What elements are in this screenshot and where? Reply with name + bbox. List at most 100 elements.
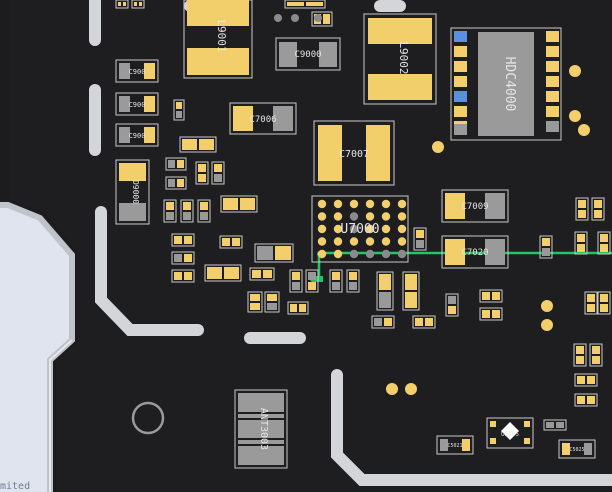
c900b-pad (144, 96, 155, 112)
cap-pad (592, 346, 600, 354)
cap-pad (577, 376, 585, 384)
component-u5005[interactable]: U5005 (486, 417, 534, 449)
cap-pad (578, 210, 586, 218)
u7000-ball (333, 237, 343, 246)
component-c7020[interactable]: C7020 (441, 235, 509, 269)
c5021-pad (462, 439, 470, 451)
cap-outline (479, 307, 503, 321)
component-l9001[interactable]: L9001 (183, 0, 253, 79)
cap-pad (349, 272, 357, 280)
cap-pad (416, 240, 424, 248)
hdc-body (478, 32, 534, 136)
cap-pad (176, 111, 182, 118)
cap-pad (176, 102, 182, 109)
c900b-label: C900 (129, 101, 146, 109)
cap-outline (413, 227, 427, 251)
u7000-ball (333, 212, 343, 221)
status-text: mited (0, 481, 31, 492)
c5021-outline (436, 435, 474, 455)
component-c7007[interactable]: C7007 (313, 120, 395, 186)
component-ant3003[interactable]: ANT3003 (234, 389, 288, 469)
round-pad (578, 124, 590, 136)
component-c9000[interactable]: C9000 (275, 37, 341, 71)
d9000-pad-bottom (119, 203, 146, 221)
u7000-ball (317, 237, 327, 246)
u5005-pad (524, 438, 530, 444)
cap-pad (118, 2, 121, 6)
mounting-hole (131, 401, 165, 435)
cap-outline (197, 199, 211, 223)
cap-pad (577, 244, 585, 252)
cap-outline (219, 235, 243, 249)
round-pad (386, 383, 398, 395)
cap-pad (576, 346, 584, 354)
c7006-pad-left (233, 106, 253, 131)
u7000-ball (349, 212, 359, 221)
component-c5025[interactable]: C5025 (558, 439, 596, 459)
component-c900-b[interactable]: C900 (115, 92, 159, 116)
cap-outline (543, 419, 567, 431)
test-point (274, 14, 282, 22)
cap-pad (198, 164, 206, 172)
component-c5021[interactable]: C5021 (436, 435, 474, 455)
component-l9002[interactable]: L9002 (363, 13, 437, 105)
board-edge-highlight (49, 339, 73, 492)
component-c900-c[interactable]: C900 (115, 123, 159, 147)
cap-pad (332, 282, 340, 290)
u5005-marker (501, 422, 519, 440)
component-u7000[interactable]: U7000 (311, 195, 409, 263)
c7007-label: C7007 (339, 149, 369, 160)
c7006-label: C7006 (249, 115, 276, 125)
u7000-label: U7000 (340, 222, 379, 237)
cap-outline (131, 0, 145, 9)
test-point (291, 14, 299, 22)
l9001-pad-bottom (187, 48, 249, 75)
component-hdc4000[interactable]: HDC4000 (450, 27, 562, 141)
component-c900-a[interactable]: C900 (115, 59, 159, 83)
cap-pad (600, 304, 608, 312)
cap-pad (174, 272, 182, 280)
cap-outline (249, 267, 275, 281)
cap-outline (584, 291, 598, 315)
u5005-pad (490, 438, 496, 444)
component-c7009[interactable]: C7009 (441, 189, 509, 223)
test-point (314, 14, 322, 22)
cap-pad (263, 270, 272, 278)
c7007-outline (313, 120, 395, 186)
cap-pad (223, 198, 238, 210)
cap-outline (597, 291, 611, 315)
cap-pad (174, 236, 182, 244)
cap-outline (371, 315, 395, 329)
cap-pad (214, 174, 222, 182)
u7000-ball (317, 212, 327, 221)
cap-outline (539, 235, 553, 259)
cap-pad (587, 396, 595, 404)
cap-outline (574, 393, 598, 407)
cap-pad (600, 294, 608, 302)
cap-pad (182, 139, 197, 150)
cap-pad (250, 303, 260, 310)
cap-pad (177, 179, 184, 187)
cap-outline (575, 197, 589, 221)
u7000-ball (365, 249, 375, 259)
cap-outline (412, 315, 436, 329)
cap-pad (374, 318, 382, 326)
u7000-ball (381, 199, 391, 209)
hdc-pad (546, 121, 559, 132)
cap-pad (587, 294, 595, 302)
cap-outline (254, 243, 294, 263)
c5025-label: C5025 (569, 447, 584, 453)
round-pad (432, 141, 444, 153)
cap-pad (587, 304, 595, 312)
component-d9000[interactable]: D9000 (115, 159, 150, 225)
component-c7006[interactable]: C7006 (229, 102, 297, 135)
u5005-pad (524, 421, 530, 427)
cap-pad (214, 164, 222, 172)
cap-outline (574, 373, 598, 387)
hdc-pad (546, 76, 559, 87)
c900a-label: C900 (129, 68, 146, 76)
cap-pad (166, 202, 174, 210)
c900a-outline (115, 59, 159, 83)
